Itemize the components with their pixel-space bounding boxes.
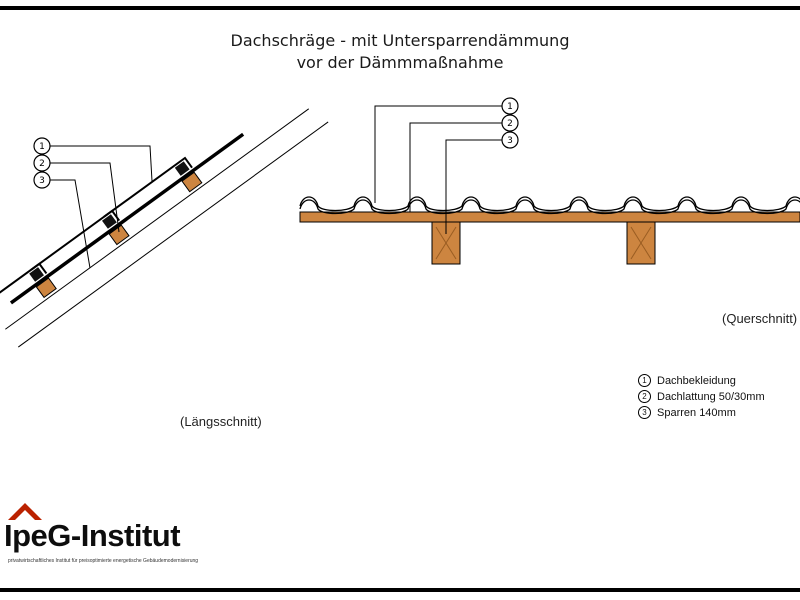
callout-right-1-circle [501,97,519,115]
leader-line-right-1 [374,105,502,203]
rafter-top-edge-line [5,108,310,330]
tile-course-3 [103,156,193,218]
legend-label-1: Dachbekleidung [657,374,736,387]
logo-tagline: privatwirtschaftliches Institut für prei… [8,558,199,564]
callout-left-2-circle [33,154,51,172]
callout-right-1-number: 1 [507,102,513,112]
legend-number-1: 1 [638,374,651,387]
callout-left-1-number: 1 [39,142,45,152]
callout-left-3-number: 3 [39,176,45,186]
legend-number-3: 3 [638,406,651,419]
sheet-border-bottom [0,588,800,592]
laengsschnitt-diagram: 1 2 3 [0,108,329,348]
laengsschnitt-caption: (Längsschnitt) [180,414,262,429]
tile-profile-bottom [299,199,800,215]
tile-batten-1 [29,267,44,282]
callout-left-1-circle [33,137,51,155]
sheet-border-top [0,6,800,10]
batten-wood-1 [35,277,57,299]
legend-label-3: Sparren 140mm [657,406,736,419]
leader-line-left-3 [50,179,91,269]
rafter-bottom-edge-line [17,121,329,348]
legend-item-sparren: 3 Sparren 140mm [638,406,765,419]
legend-number-2: 2 [638,390,651,403]
callout-right-2-circle [501,114,519,132]
batten-strip [299,211,800,223]
roof-boarding-line [9,132,245,305]
legend: 1 Dachbekleidung 2 Dachlattung 50/30mm 3… [638,374,765,422]
legend-item-dachbekleidung: 1 Dachbekleidung [638,374,765,387]
callout-left-2-number: 2 [39,159,45,169]
rafter-2-grain-b [630,226,652,260]
callout-right-2-number: 2 [507,119,513,129]
logo-roof-icon [8,503,42,520]
callout-left-3-circle [33,171,51,189]
callout-right-3-number: 3 [507,136,513,146]
legend-label-2: Dachlattung 50/30mm [657,390,765,403]
drawing-title-line2: vor der Dämmmaßnahme [296,53,504,72]
batten-wood-3 [181,171,203,193]
tile-batten-3 [174,161,190,176]
leader-line-left-2 [50,162,120,233]
drawing-title-line1: Dachschräge - mit Untersparrendämmung [230,31,570,50]
tile-batten-2 [102,214,117,229]
leader-line-right-2 [409,122,502,212]
callout-right-3-circle [501,131,519,149]
tile-profile-top [299,196,800,212]
querschnitt-diagram: 1 2 3 [299,97,800,265]
legend-item-dachlattung: 2 Dachlattung 50/30mm [638,390,765,403]
leader-line-left-1 [50,145,153,182]
logo-name: IpeG-Institut [4,518,181,553]
querschnitt-caption: (Querschnitt) [722,311,798,326]
batten-wood-2 [108,224,130,246]
leader-line-right-3 [445,139,502,234]
rafter-1-grain-b [435,226,457,260]
